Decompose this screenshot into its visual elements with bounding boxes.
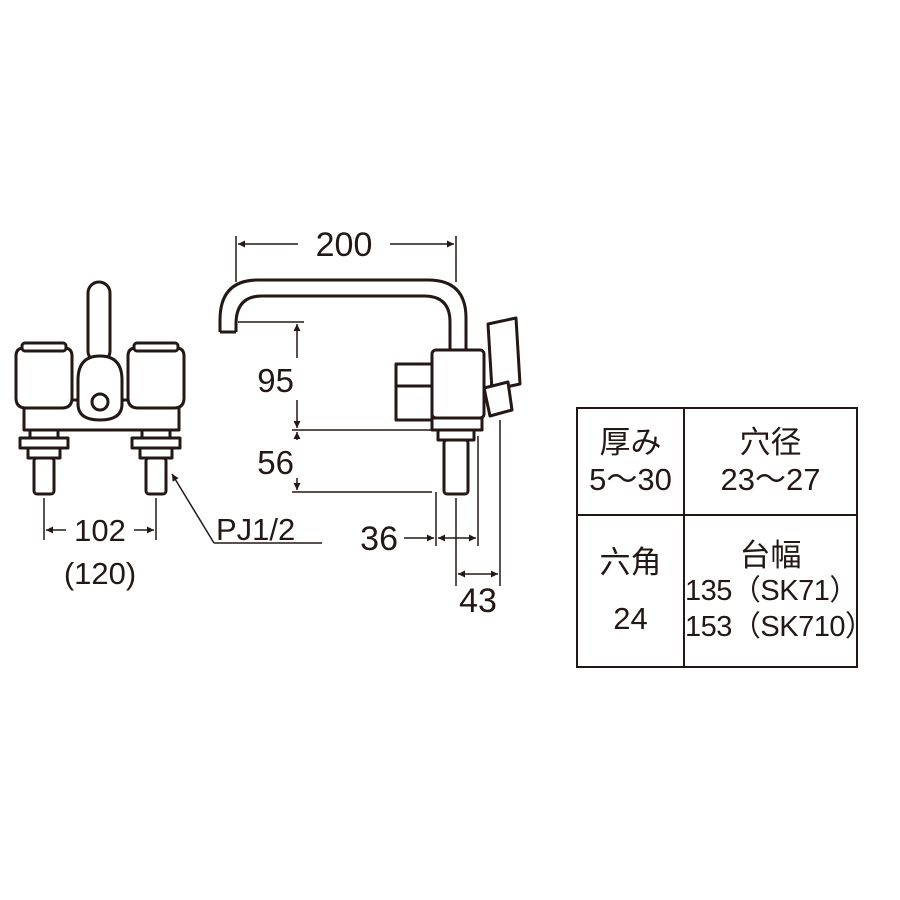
side-nut [430, 416, 484, 432]
spec-row-top: 厚み 5〜30 穴径 23〜27 [576, 407, 858, 516]
front-right-handle-cap [132, 341, 180, 353]
front-right-shank [144, 456, 168, 496]
front-spout [86, 280, 112, 364]
front-left-handle-cap [20, 341, 68, 353]
spout-reach-label: 200 [316, 226, 373, 264]
front-right-handle [126, 346, 186, 410]
hole-cell: 穴径 23〜27 [683, 407, 858, 516]
spec-table: 厚み 5〜30 穴径 23〜27 六角 24 台幅 135（SK71） 153（… [576, 407, 874, 669]
thread-label: PJ1/2 [216, 512, 295, 547]
front-hub-screw [90, 392, 110, 412]
side-rear-handle [486, 316, 522, 392]
offset-b-label: 43 [459, 582, 497, 620]
side-shank [442, 438, 470, 496]
offset-a-label: 36 [360, 520, 398, 558]
front-left-handle [14, 346, 74, 410]
height-lower-label: 56 [257, 444, 294, 481]
base-width-value-2: 153（SK710） [685, 610, 874, 643]
pitch-label: 102 [74, 513, 126, 548]
thickness-label: 厚み [599, 424, 662, 460]
hole-value: 23〜27 [720, 462, 821, 498]
front-left-shank [32, 456, 56, 496]
spec-row-bottom: 六角 24 台幅 135（SK71） 153（SK710） [576, 513, 874, 669]
front-center-hub [76, 354, 124, 422]
base-width-cell: 台幅 135（SK71） 153（SK710） [683, 513, 874, 669]
pitch-alt-label: (120) [64, 556, 136, 591]
height-upper-label: 95 [257, 362, 294, 399]
front-left-neck [28, 428, 60, 440]
side-rear-elbow [482, 380, 514, 418]
thickness-cell: 厚み 5〜30 [576, 407, 685, 516]
thickness-value: 5〜30 [589, 462, 672, 498]
hole-label: 穴径 [739, 424, 802, 460]
base-width-label: 台幅 [739, 537, 802, 573]
base-width-value-1: 135（SK71） [685, 575, 858, 608]
hex-value: 24 [613, 600, 648, 636]
front-view: 102 (120) PJ1/2 [14, 280, 322, 591]
side-view: 200 95 56 36 43 [218, 226, 522, 620]
front-right-neck [140, 428, 172, 440]
side-left-lever [394, 362, 434, 422]
side-body [430, 348, 486, 420]
hex-label: 六角 [599, 545, 662, 581]
hex-cell: 六角 24 [576, 513, 685, 669]
